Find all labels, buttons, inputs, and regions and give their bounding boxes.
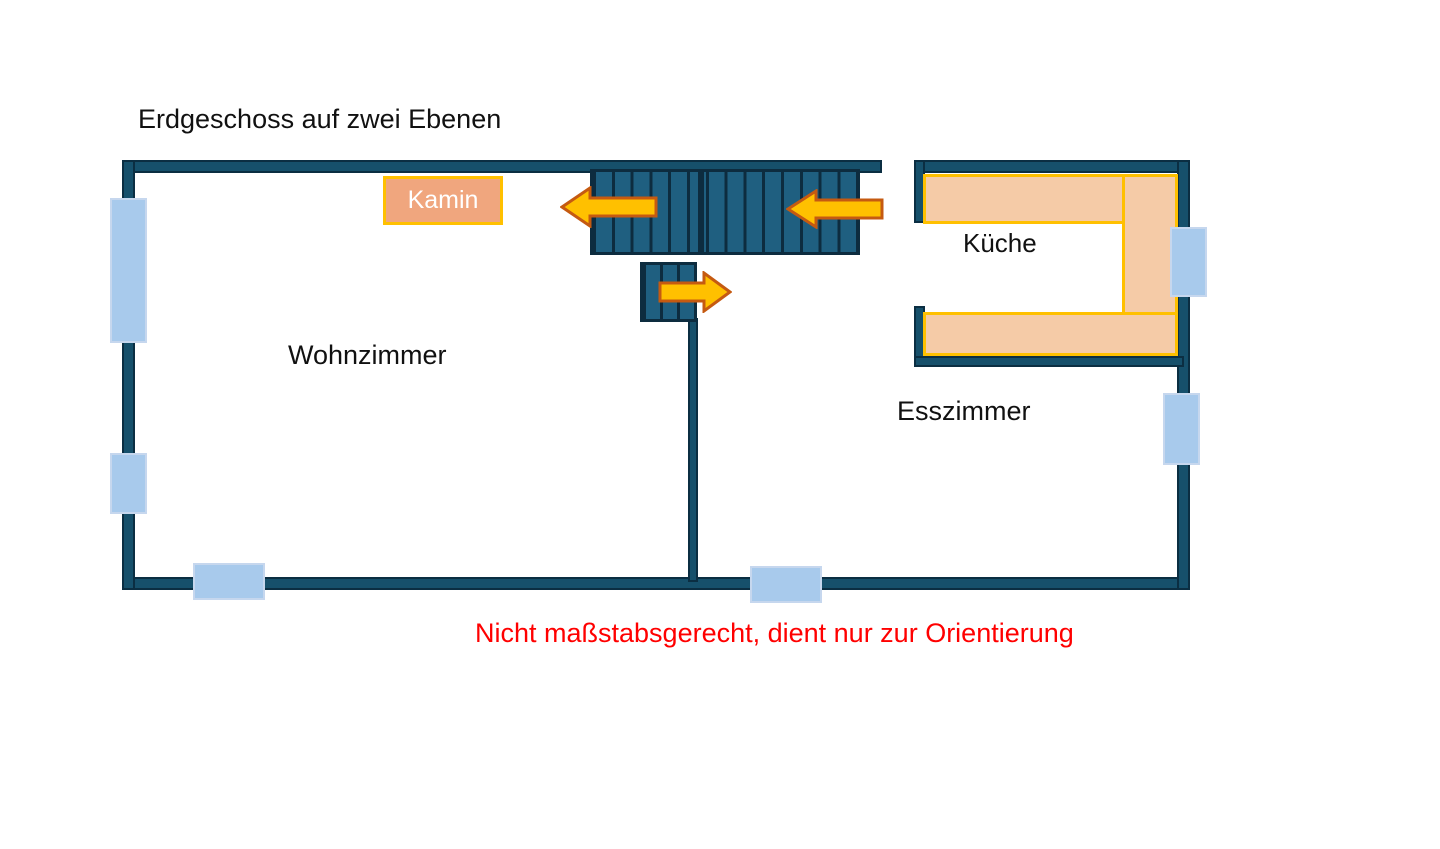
room-label-wohnzimmer: Wohnzimmer: [288, 340, 447, 370]
window-left-upper: [110, 198, 147, 343]
window-bottom-middle: [750, 566, 822, 603]
wall-top-right-segment: [914, 160, 1190, 173]
arrow-left-icon: [786, 189, 884, 229]
wall-right: [1177, 160, 1190, 590]
room-label-kueche: Küche: [963, 228, 1037, 258]
window-right-upper: [1170, 227, 1207, 297]
fireplace-label: Kamin: [407, 186, 479, 214]
window-right-middle: [1163, 393, 1200, 465]
window-left-lower: [110, 453, 147, 514]
window-bottom-left: [193, 563, 265, 600]
stairs-mid-divider: [698, 172, 704, 252]
wall-bottom: [122, 577, 1190, 590]
kitchen-counter-top: [923, 174, 1125, 224]
arrow-right-icon: [658, 271, 732, 313]
note-text: Nicht maßstabsgerecht, dient nur zur Ori…: [475, 618, 1074, 648]
page-title: Erdgeschoss auf zwei Ebenen: [138, 104, 502, 134]
room-label-esszimmer: Esszimmer: [897, 396, 1031, 426]
kitchen-counter-bottom: [923, 312, 1178, 356]
wall-divider-wohnzimmer-esszimmer: [688, 318, 698, 582]
wall-kitchen-bottom: [914, 356, 1184, 367]
fireplace-box: Kamin: [383, 176, 503, 225]
arrow-left-icon: [560, 186, 658, 228]
